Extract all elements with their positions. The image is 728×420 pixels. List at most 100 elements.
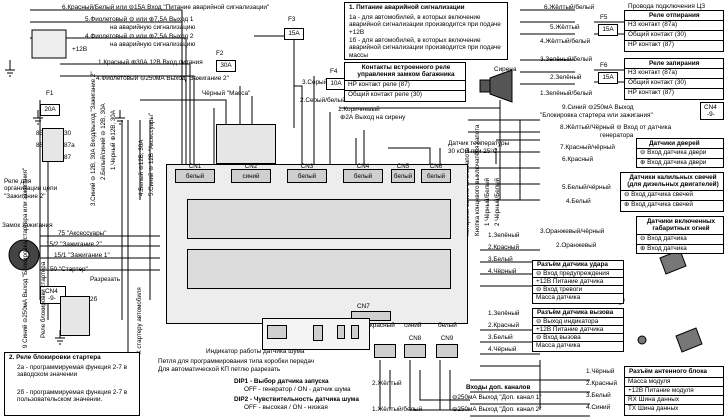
relay-unlock-common: Общий контакт (30) xyxy=(625,78,723,87)
wire-5-label-b: на аварийную сигнализацию xyxy=(110,24,196,31)
relay-unlock-box: Реле запирания НЗ контакт (87а) Общий ко… xyxy=(624,58,724,100)
dip2-switch[interactable] xyxy=(351,325,359,339)
shock-r2: +12В Питание датчика xyxy=(533,277,623,286)
right-w6: 6.Красный xyxy=(562,156,594,163)
cn9-connector xyxy=(436,344,458,358)
cn6-connector xyxy=(421,169,451,183)
shock-w2: 2.Красный xyxy=(488,244,520,251)
unit-panel-bottom xyxy=(187,249,451,289)
blue-white-out-label: 9 Синий ⊖250мА Выход "Блокировка стартер… xyxy=(22,167,29,348)
cn9-label: CN9 xyxy=(440,335,454,342)
t50-label: 50 "Стартер" xyxy=(50,266,88,273)
antenna-r3: RX Шина данных xyxy=(625,395,723,404)
relay-lock-w5: 5.Жёлтый xyxy=(550,24,580,31)
relay-unlock-w1: 1.Зелёный/белый xyxy=(540,90,593,97)
call-r2: +12В Питание датчика xyxy=(533,325,623,334)
fuse-f2: 30A xyxy=(216,60,236,72)
hood-wire-2: 2 Чёрный/Белый xyxy=(494,177,501,226)
relay-unlock-w2: 2.Зелёный xyxy=(550,74,582,81)
wire-2-label: 2.Серый/белый xyxy=(300,97,346,104)
aux-w1b: ⊖250мА Выход "Доп. канал 2" xyxy=(452,406,542,413)
relay-lock-w4: 4.Жёлтый/белый xyxy=(540,38,591,45)
aux-title: Входы доп. каналов xyxy=(466,384,531,391)
cn5-connector xyxy=(391,169,415,183)
t75-label: 75 "Аксессуары" xyxy=(58,230,107,237)
cn4-right: CN4 xyxy=(704,104,717,111)
right-w8: 8.Жёлтый/Чёрный ⊖ Вход от датчика xyxy=(560,124,672,131)
r87a-label: 87a xyxy=(64,142,75,149)
shock-sensor-box: Разъём датчика удара ⊖ Вход предупрежден… xyxy=(532,260,624,304)
temp-sensor-value: 30 кОм при 25°С xyxy=(448,148,498,155)
relay-lock-common: Общий контакт (30) xyxy=(625,30,723,39)
antenna-r2: +12В Питание модуля xyxy=(625,386,723,395)
relay-unlock-title: Реле запирания xyxy=(649,60,700,67)
fuse-f5-name: F5 xyxy=(600,14,608,21)
shock-w3: 3.Белый xyxy=(488,256,513,263)
fuse-f3: 15A xyxy=(284,28,304,40)
antenna-box: Разъём антенного блока Масса модуля +12В… xyxy=(624,366,724,416)
shock-r1: ⊖ Вход предупреждения xyxy=(533,269,623,278)
block-relay-label: Реле блокировки стартера xyxy=(40,261,47,338)
wire-4-label: 4.Фиолетовый ⊖ или ⊕7,5А Выход 2 xyxy=(85,33,194,40)
cn1-label: CN1 xyxy=(188,163,202,170)
gearbox-loop[interactable] xyxy=(313,325,323,341)
block-box-a: 2а - программируемая функция 2-7 в завод… xyxy=(17,364,128,379)
call-r4: Масса датчика xyxy=(533,341,623,350)
cn1-connector xyxy=(175,169,215,183)
glow-title: Датчики калильных свечей (для дизельных … xyxy=(627,174,719,189)
hood-wire-1: 1 Чёрный/Белый xyxy=(484,177,491,226)
shock-r4: Масса датчика xyxy=(533,293,623,302)
cn4-right-num: -9- xyxy=(707,111,715,118)
glow-minus: ⊖ Вход датчика свечей xyxy=(621,190,723,199)
cn4-connector xyxy=(343,169,383,183)
r87-label: 87 xyxy=(64,154,72,161)
ign-wire-1: 1.Черный ⊕12В, 30А xyxy=(110,110,117,170)
ign-wire-2: 2.Белый/синий ⊖ 12В, 30А xyxy=(100,103,107,180)
relay-ignition2 xyxy=(42,128,64,162)
wire-5-label: 5.Фиолетовый ⊖ или ⊕7,5А Выход 1 xyxy=(85,16,194,23)
break-label: Разрезать xyxy=(90,276,121,283)
antenna-w1: 1.Чёрный xyxy=(586,368,615,375)
cn4-right-box: CN4 -9- xyxy=(700,102,724,120)
right-w5: 5.Белый/чёрный xyxy=(562,184,611,191)
cn7-connector xyxy=(351,311,391,321)
fuse-f1: 20A xyxy=(40,104,60,116)
noise-indicator-label: Индикатор работы датчика шума xyxy=(206,348,305,355)
cn5-label: CN5 xyxy=(396,163,410,170)
starter-label: К стартеру автомобиля xyxy=(136,287,143,354)
trunk-common: Общий контакт реле (30) xyxy=(345,90,465,99)
cn1-color: белый xyxy=(185,173,205,180)
trunk-contacts-title: Контакты встроенного реле управления зам… xyxy=(357,64,455,79)
temp-sensor-label: Датчик температуры xyxy=(448,140,510,147)
cn3-connector xyxy=(287,169,327,183)
relay-unlock-nc: НЗ контакт (87а) xyxy=(625,68,723,77)
door-sensors-box: Датчики дверей ⊖ Вход датчика двери ⊕ Вх… xyxy=(636,138,724,168)
relay-unlock-w3: 3.Зелёный/белый xyxy=(540,56,593,63)
right-w3: 3.Оранжевый/чёрный xyxy=(540,228,605,235)
alarm-main-unit: CN1 белый CN2 синий CN3 белый CN4 белый … xyxy=(166,163,468,324)
dip1-switch[interactable] xyxy=(337,325,345,339)
dim-plus: ⊕ Вход датчика xyxy=(637,244,723,253)
call-w2: 2.Красный xyxy=(488,322,520,329)
fuse-f2-name: F2 xyxy=(216,50,224,57)
relay-lock-title: Реле отпирания xyxy=(649,12,700,19)
cn2-connector xyxy=(231,169,271,183)
red-connector xyxy=(374,344,396,358)
antenna-w2: 2.Красный xyxy=(586,380,618,387)
cn2-label: CN2 xyxy=(244,163,258,170)
unit-panel-top xyxy=(187,199,451,239)
dim-title: Датчики включенных габаритных огней xyxy=(646,218,716,233)
ign-wire-4: 4.Белый ⊖12В, 30А xyxy=(138,139,145,196)
relay-lock-box: Реле отпирания НЗ контакт (87а) Общий ко… xyxy=(624,10,724,52)
cn3-label: CN3 xyxy=(300,163,314,170)
emergency-title: 1. Питание аварийной сигнализации xyxy=(349,4,465,11)
aux-w2b: ⊖250мА Выход "Доп. канал 1" xyxy=(452,394,542,401)
r30-label: 30 xyxy=(64,130,72,137)
door-plus: ⊕ Вход датчика двери xyxy=(637,158,723,167)
relay-lock-nc: НЗ контакт (87а) xyxy=(625,20,723,29)
dim-sensors-box: Датчики включенных габаритных огней ⊖ Вх… xyxy=(636,216,724,254)
fuse-f4-name: F4 xyxy=(330,68,338,75)
cn6-label: CN6 xyxy=(429,163,443,170)
relay-lock-w6: 6.Жёлтый/белый xyxy=(544,4,595,11)
